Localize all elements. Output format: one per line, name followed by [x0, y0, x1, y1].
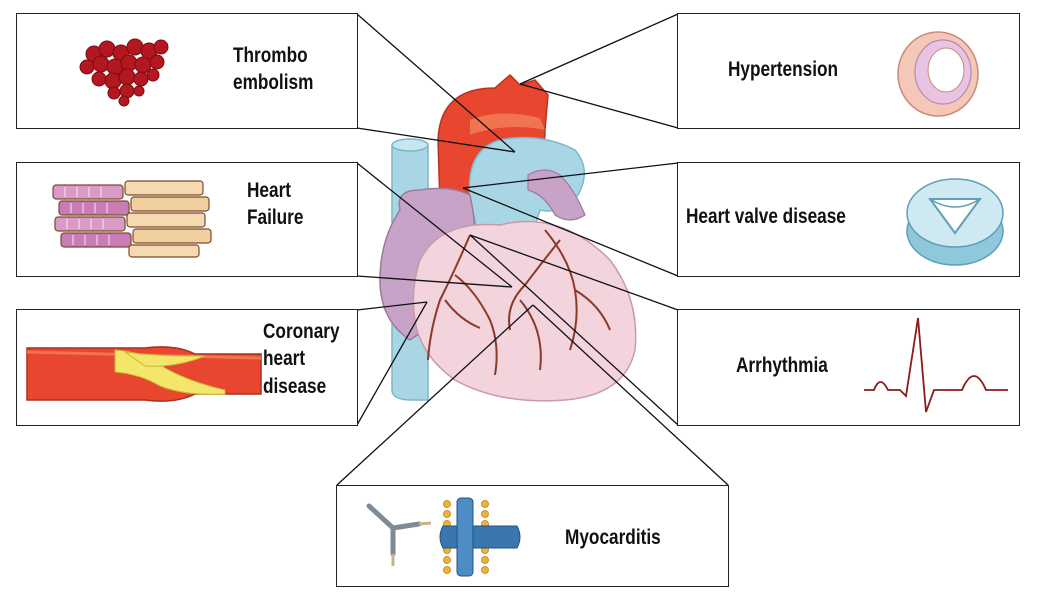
plaque-artery-icon [26, 346, 262, 402]
membrane-protein-icon [439, 497, 521, 577]
heart-valve-icon [906, 178, 1004, 266]
label-hypertension: Hypertension [728, 58, 839, 81]
pulmonary-artery [468, 136, 586, 241]
label-coronary-heart-disease: Coronary heart disease [263, 320, 340, 398]
callout-arrhythmia: Arrhythmia [677, 309, 1020, 426]
blood-vessel-icon [897, 31, 979, 117]
callout-hypertension: Hypertension [677, 13, 1020, 129]
label-heart-failure: Heart Failure [247, 179, 304, 230]
callout-coronary-heart-disease: Coronary heart disease [16, 309, 358, 426]
ecg-trace-icon [864, 317, 1008, 413]
connector-lines [336, 13, 729, 486]
callout-thromboembolism: Thrombo embolism [16, 13, 358, 129]
label-myocarditis: Myocarditis [565, 526, 661, 549]
label-thromboembolism: Thrombo embolism [233, 44, 314, 95]
antibody-membrane-icon [366, 497, 521, 577]
blood-clot-icon [79, 38, 169, 107]
callout-heart-failure: Heart Failure [16, 162, 358, 277]
ventricle [412, 220, 637, 402]
callout-heart-valve-disease: Heart valve disease [677, 162, 1020, 277]
label-arrhythmia: Arrhythmia [736, 354, 828, 377]
label-heart-valve-disease: Heart valve disease [686, 205, 846, 228]
muscle-fiber-icon [52, 180, 212, 258]
antibody-icon [366, 503, 422, 557]
callout-myocarditis: Myocarditis [336, 485, 729, 587]
